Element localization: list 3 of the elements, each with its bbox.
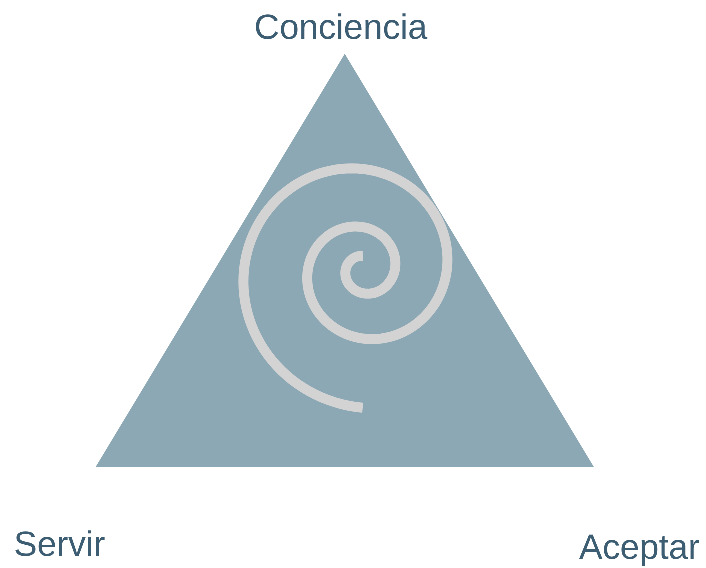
vertex-label: Aceptar bbox=[579, 530, 700, 565]
vertex-label: Conciencia bbox=[254, 10, 428, 45]
vertex-label: Servir bbox=[14, 527, 106, 562]
